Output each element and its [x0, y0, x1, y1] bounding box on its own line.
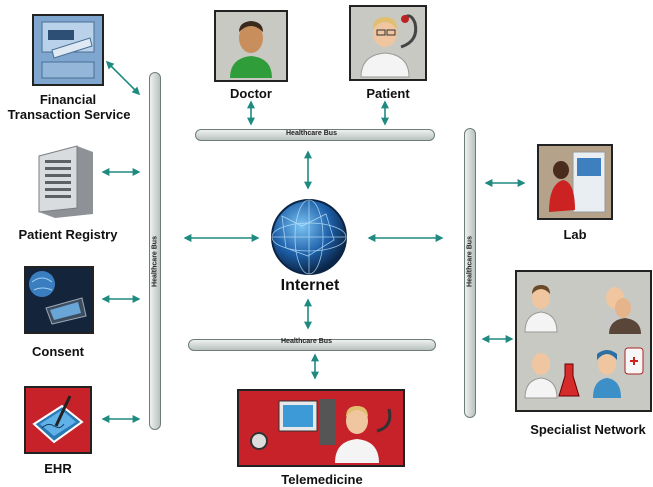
healthcare-bus-right-label: Healthcare Bus: [466, 236, 474, 287]
internet-label: Internet: [280, 277, 340, 294]
financial-atm-image: [32, 14, 104, 86]
doctor-icon: [230, 21, 272, 78]
lab-image: [537, 144, 613, 220]
server-icon: [38, 145, 93, 218]
specialist-network-image: [515, 270, 652, 412]
specialist-network-label: Specialist Network: [530, 422, 646, 437]
lab-technician-icon: [539, 146, 611, 218]
consent-label: Consent: [32, 344, 84, 359]
ehr-label: EHR: [44, 461, 72, 476]
healthcare-bus-top: [195, 129, 435, 141]
specialists-icon: [524, 285, 644, 399]
laptop-globe-icon: [26, 268, 92, 332]
globe-icon: [271, 199, 347, 275]
patient-label: Patient: [366, 86, 410, 101]
consent-image: [24, 266, 94, 334]
patient-registry-label: Patient Registry: [18, 227, 118, 242]
healthcare-bus-left-label: Healthcare Bus: [151, 236, 159, 287]
tablet-pen-icon: [32, 395, 84, 444]
telemedicine-image: [237, 389, 405, 467]
patient-image: [349, 5, 427, 81]
atm-icon: [34, 16, 102, 84]
doctor-label: Doctor: [230, 86, 272, 101]
lab-label: Lab: [563, 227, 587, 242]
financial-label-line1: Financial: [39, 92, 97, 107]
healthcare-bus-top-label: Healthcare Bus: [286, 130, 337, 137]
ehr-image: [24, 386, 92, 454]
arrow-financial-bus: [105, 60, 141, 96]
healthcare-bus-right: [464, 128, 476, 418]
telemedicine-label: Telemedicine: [281, 472, 363, 487]
doctor-image: [214, 10, 288, 82]
financial-label-line2: Transaction Service: [7, 107, 131, 122]
healthcare-bus-bottom: [188, 339, 436, 351]
healthcare-bus-left: [149, 72, 161, 430]
healthcare-bus-bottom-label: Healthcare Bus: [281, 338, 332, 345]
telemedicine-icon: [250, 399, 392, 463]
physician-stethoscope-icon: [360, 14, 418, 78]
